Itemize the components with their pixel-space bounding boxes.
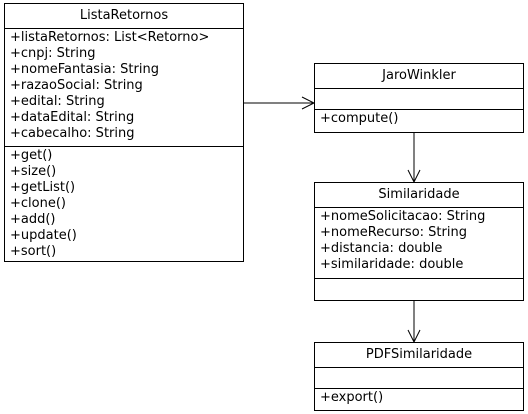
methods-section: +get() +size() +getList() +clone() +add(…: [5, 146, 243, 262]
method: +compute(): [320, 111, 399, 126]
class-jaro-winkler: JaroWinkler +compute(): [314, 63, 524, 133]
attribute: +similaridade: double: [320, 257, 464, 272]
arrow-lista-to-jaro: [244, 96, 316, 110]
attribute: +nomeRecurso: String: [320, 225, 467, 240]
attribute: +nomeFantasia: String: [10, 62, 159, 77]
class-name: Similaridade: [315, 183, 523, 208]
methods-section: +export(): [315, 388, 523, 408]
attribute: +nomeSolicitacao: String: [320, 209, 486, 224]
attributes-section: +nomeSolicitacao: String +nomeRecurso: S…: [315, 208, 523, 278]
method: +add(): [10, 212, 56, 227]
method: +size(): [10, 164, 57, 179]
attributes-section: +listaRetornos: List<Retorno> +cnpj: Str…: [5, 29, 243, 146]
methods-section: [315, 278, 523, 282]
attribute: +distancia: double: [320, 241, 443, 256]
method: +clone(): [10, 196, 66, 211]
method: +update(): [10, 228, 77, 243]
attribute: +dataEdital: String: [10, 110, 135, 125]
methods-section: +compute(): [315, 109, 523, 129]
arrow-similaridade-to-pdf: [407, 301, 421, 344]
class-name: ListaRetornos: [5, 4, 243, 29]
attribute: +razaoSocial: String: [10, 78, 143, 93]
class-lista-retornos: ListaRetornos +listaRetornos: List<Retor…: [4, 3, 244, 262]
attribute: +listaRetornos: List<Retorno>: [10, 30, 210, 45]
class-similaridade: Similaridade +nomeSolicitacao: String +n…: [314, 182, 524, 301]
attribute: +cnpj: String: [10, 46, 96, 61]
method: +sort(): [10, 244, 57, 259]
attribute: +cabecalho: String: [10, 126, 135, 141]
method: +export(): [320, 390, 384, 405]
method: +get(): [10, 148, 53, 163]
method: +getList(): [10, 180, 76, 195]
attribute: +edital: String: [10, 94, 105, 109]
arrow-jaro-to-similaridade: [407, 133, 421, 184]
class-pdf-similaridade: PDFSimilaridade +export(): [314, 342, 524, 411]
class-name: JaroWinkler: [315, 64, 523, 89]
class-name: PDFSimilaridade: [315, 343, 523, 368]
